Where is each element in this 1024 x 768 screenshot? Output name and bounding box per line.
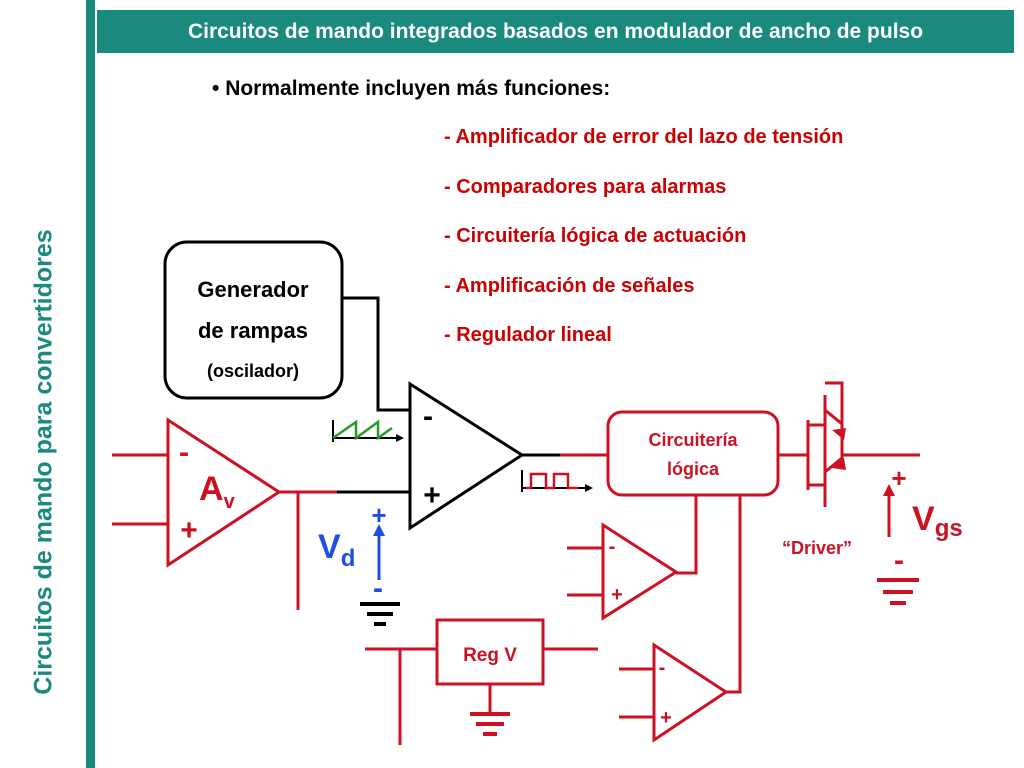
sidebar-accent-bar xyxy=(86,0,95,768)
vgs-label: Vgs xyxy=(912,500,963,542)
function-item: - Comparadores para alarmas xyxy=(444,175,727,198)
driver-label: “Driver” xyxy=(782,538,852,558)
alarm-comparator-2 xyxy=(652,642,729,743)
vgs-minus: - xyxy=(894,544,904,577)
ground-vd-icon xyxy=(360,602,400,626)
function-item: - Regulador lineal xyxy=(444,324,612,346)
bullet-text: Normalmente incluyen más funciones: xyxy=(225,77,611,100)
red-wires xyxy=(112,381,920,745)
function-item: - Amplificador de error del lazo de tens… xyxy=(444,126,844,148)
regulator-label: Reg V xyxy=(463,645,517,666)
wire-ramp-to-comparator xyxy=(342,296,410,412)
logic-block xyxy=(606,410,780,497)
generator-label-line3: (oscilador) xyxy=(207,361,299,381)
driver-arrow-top xyxy=(832,428,846,440)
linear-regulator-box xyxy=(435,618,545,686)
pwm-comparator xyxy=(408,381,525,531)
function-item: - Amplificación de señales xyxy=(444,274,695,297)
black-wires xyxy=(337,296,560,494)
vgs-plus: + xyxy=(891,463,906,493)
page-title: Circuitos de mando integrados basados en… xyxy=(97,10,1014,53)
logic-label-line2: lógica xyxy=(667,459,720,479)
vd-label: Vd xyxy=(318,528,355,572)
function-item: - Circuitería lógica de actuación xyxy=(444,225,747,247)
pwm-waveform-icon xyxy=(521,470,593,492)
vd-plus: + xyxy=(371,500,386,530)
alarm2-minus: - xyxy=(659,657,666,679)
function-list: - Amplificador de error del lazo de tens… xyxy=(444,123,843,371)
ground-regulator-icon xyxy=(470,712,510,736)
error-amp-minus: - xyxy=(179,436,189,469)
comparator-minus: - xyxy=(423,400,433,433)
alarm2-plus: + xyxy=(660,707,672,729)
error-amp-plus: + xyxy=(180,514,198,547)
ramp-generator-box xyxy=(163,240,344,400)
vgs-arrow-head xyxy=(883,484,895,496)
comparator-plus: + xyxy=(423,479,441,512)
sawtooth-waveform-icon xyxy=(332,419,404,442)
alarm1-plus: + xyxy=(611,584,623,606)
alarm1-minus: - xyxy=(609,536,616,558)
bullet-heading: • Normalmente incluyen más funciones: xyxy=(212,77,611,100)
driver-transistors-icon xyxy=(806,395,844,498)
vd-arrow-head xyxy=(373,524,385,536)
vd-minus: - xyxy=(373,572,383,605)
error-amp-gain-label: Av xyxy=(199,470,236,513)
driver-arrow-bottom xyxy=(832,458,846,470)
generator-label-line1: Generador xyxy=(197,277,309,302)
logic-label-line1: Circuitería xyxy=(648,430,738,450)
generator-label-line2: de rampas xyxy=(198,318,308,343)
alarm-comparator-1 xyxy=(601,522,679,621)
ground-vgs-icon xyxy=(877,578,919,605)
error-amplifier xyxy=(166,417,282,568)
